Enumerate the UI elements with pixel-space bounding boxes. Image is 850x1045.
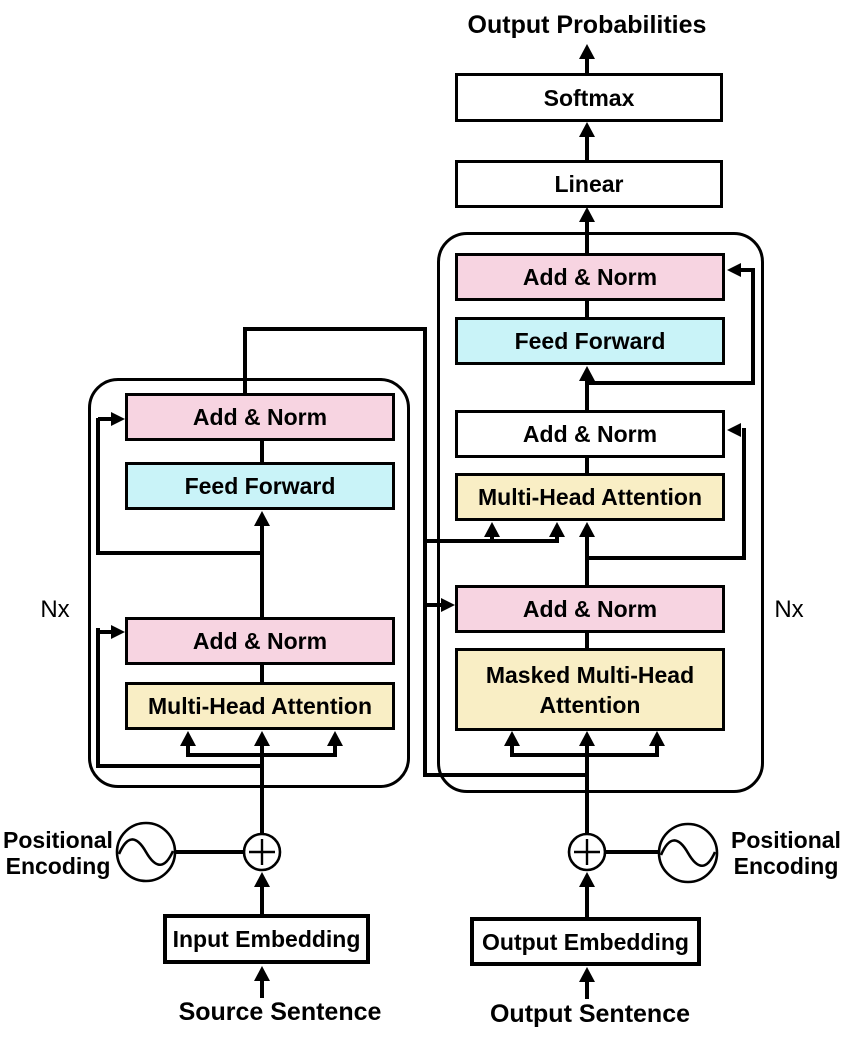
encoder-nx-label: Nx [40,596,70,623]
encoder-residual1-vertical [96,418,100,555]
encoder-stack-container [88,378,410,788]
decoder-nx-label: Nx [774,596,804,623]
sine-wave-icon [656,821,720,885]
arrow-encoder-mha-right-stub [333,744,337,755]
arrow-kv-1-stub [490,536,494,543]
plus-circle-icon [567,832,607,872]
arrow-residual1-into-add-norm-top [727,263,741,277]
decoder-residual1-horizontal [589,381,753,385]
arrow-encoder-mha-left-stub [186,744,190,755]
arrow-output-to-output-embedding [579,967,595,982]
encoder-add-norm-top: Add & Norm [125,393,395,441]
arrow-residual2-into-add-norm-mid [727,423,741,437]
decoder-input-vertical [585,746,589,834]
arrow-source-to-input-embedding [254,966,270,981]
arrow-output-to-output-embedding-line [585,982,589,999]
softmax-block: Softmax [455,73,723,122]
linear-block: Linear [455,160,723,208]
encoder-residual2-vertical [96,628,100,768]
decoder-stack-container [437,232,764,793]
arrow-linear-to-softmax [579,122,595,137]
decoder-input-fork-bar [510,753,659,757]
plus-circle-icon [242,832,282,872]
encoder-output-horizontal [243,327,427,331]
decoder-conn-addnorm-ff [585,301,589,317]
decoder-add-norm-top: Add & Norm [455,253,725,301]
arrow-kv-into-decoder-mha-2 [549,522,565,537]
encoder-feed-forward: Feed Forward [125,462,395,510]
arrow-masked-mha-left-stub [510,744,514,755]
encoder-add-norm-bottom: Add & Norm [125,617,395,665]
sine-to-plus-connector-left [176,850,243,854]
arrow-into-encoder-ff [254,511,270,526]
encoder-output-vertical [243,327,247,395]
arrow-input-embedding-to-plus-line [260,887,264,914]
decoder-residual1-stub [741,268,753,272]
positional-encoding-right-line1: Positional [731,827,841,853]
arrow-into-decoder-mha-center [579,522,595,537]
output-embedding-block: Output Embedding [470,917,701,966]
decoder-conn-addnorm-mha [585,458,589,473]
decoder-residual3-stub [427,603,441,607]
sine-to-plus-connector-right [605,850,659,854]
arrow-residual1-into-encoder-add-norm-top [111,412,125,426]
arrow-kv-2-stub [555,536,559,543]
arrow-encoder-mha-right [327,731,343,746]
source-sentence-label: Source Sentence [178,998,382,1026]
arrow-output-embedding-to-plus-line [585,887,589,917]
positional-encoding-left-line1: Positional [3,827,113,853]
arrow-linear-to-softmax-line [585,137,589,160]
arrow-input-embedding-to-plus [254,872,270,887]
arrow-into-encoder-ff-line [260,526,264,617]
encoder-to-decoder-vertical [423,327,427,777]
arrow-into-decoder-ff [579,366,595,381]
encoder-residual2-horizontal [98,764,262,768]
arrow-kv-into-decoder-mha-1 [484,522,500,537]
sine-wave-icon [114,820,178,884]
arrow-residual2-into-encoder-add-norm-bottom [111,625,125,639]
input-embedding-block: Input Embedding [163,914,370,964]
decoder-add-norm-mid: Add & Norm [455,410,725,458]
decoder-feed-forward: Feed Forward [455,317,725,365]
decoder-residual2-vertical [742,428,746,560]
arrow-encoder-mha-left [180,731,196,746]
arrow-source-to-input-embedding-line [260,981,264,998]
arrow-softmax-to-output [579,44,595,59]
encoder-conn-addnorm-ff [260,441,264,462]
arrow-softmax-to-output-line [585,58,589,73]
encoder-residual1-stub [98,417,112,421]
encoder-conn-addnorm-mha [260,665,264,682]
arrow-into-decoder-ff-line [585,381,589,410]
positional-encoding-label-right: Positional Encoding [728,827,844,879]
arrow-masked-mha-right [649,731,665,746]
positional-encoding-label-left: Positional Encoding [2,827,114,879]
encoder-residual1-horizontal [98,551,262,555]
decoder-residual3-horizontal [423,773,587,777]
decoder-conn-addnorm-masked [585,633,589,648]
arrow-into-decoder-mha-center-line [585,537,589,585]
arrow-decoder-to-linear [579,207,595,222]
positional-encoding-right-line2: Encoding [733,853,839,879]
arrow-residual3-into-add-norm-bottom [441,598,455,612]
decoder-residual2-horizontal [589,556,746,560]
arrow-masked-mha-left [504,731,520,746]
encoder-input-vertical [260,746,264,834]
encoder-residual2-stub [98,630,112,634]
output-probabilities-label: Output Probabilities [467,11,707,39]
decoder-masked-multi-head-attention: Masked Multi-Head Attention [455,648,725,731]
positional-encoding-left-line2: Encoding [5,853,111,879]
arrow-masked-mha-right-stub [655,744,659,755]
arrow-encoder-mha-center [254,731,270,746]
arrow-masked-mha-center [579,731,595,746]
decoder-add-norm-bottom: Add & Norm [455,585,725,633]
encoder-multi-head-attention: Multi-Head Attention [125,682,395,730]
decoder-residual1-vertical [751,268,755,385]
decoder-multi-head-attention: Multi-Head Attention [455,473,725,521]
output-sentence-label: Output Sentence [489,1000,690,1028]
arrow-output-embedding-to-plus [579,872,595,887]
arrow-decoder-to-linear-line [585,222,589,253]
